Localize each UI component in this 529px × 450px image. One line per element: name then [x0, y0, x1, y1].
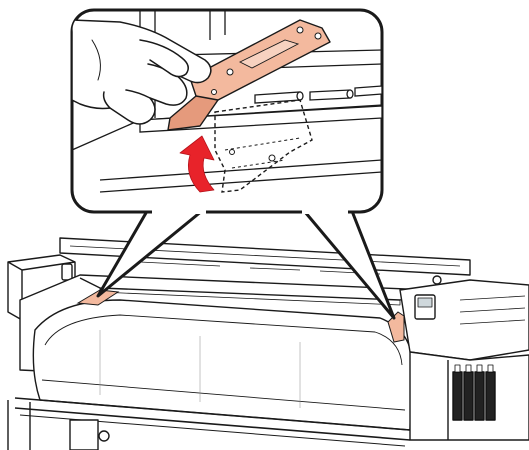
printer-left-latch — [61, 263, 73, 281]
edge-plate-right-icon — [387, 311, 405, 343]
printer-front-cover — [32, 299, 413, 431]
printer-left-leg — [69, 419, 99, 450]
edge-plate-left-icon — [76, 289, 120, 306]
ghost-plate-icon — [214, 99, 313, 193]
lift-arrow-icon — [179, 135, 215, 193]
callout-pointers — [96, 204, 396, 320]
callout-detail — [72, 10, 382, 193]
printer-control-unit — [399, 279, 529, 361]
hand-icon — [72, 19, 212, 125]
edge-plate-icon — [167, 19, 331, 131]
printer-icon — [7, 237, 529, 450]
power-button-icon — [432, 275, 442, 285]
roller-knob-icon — [98, 430, 110, 442]
